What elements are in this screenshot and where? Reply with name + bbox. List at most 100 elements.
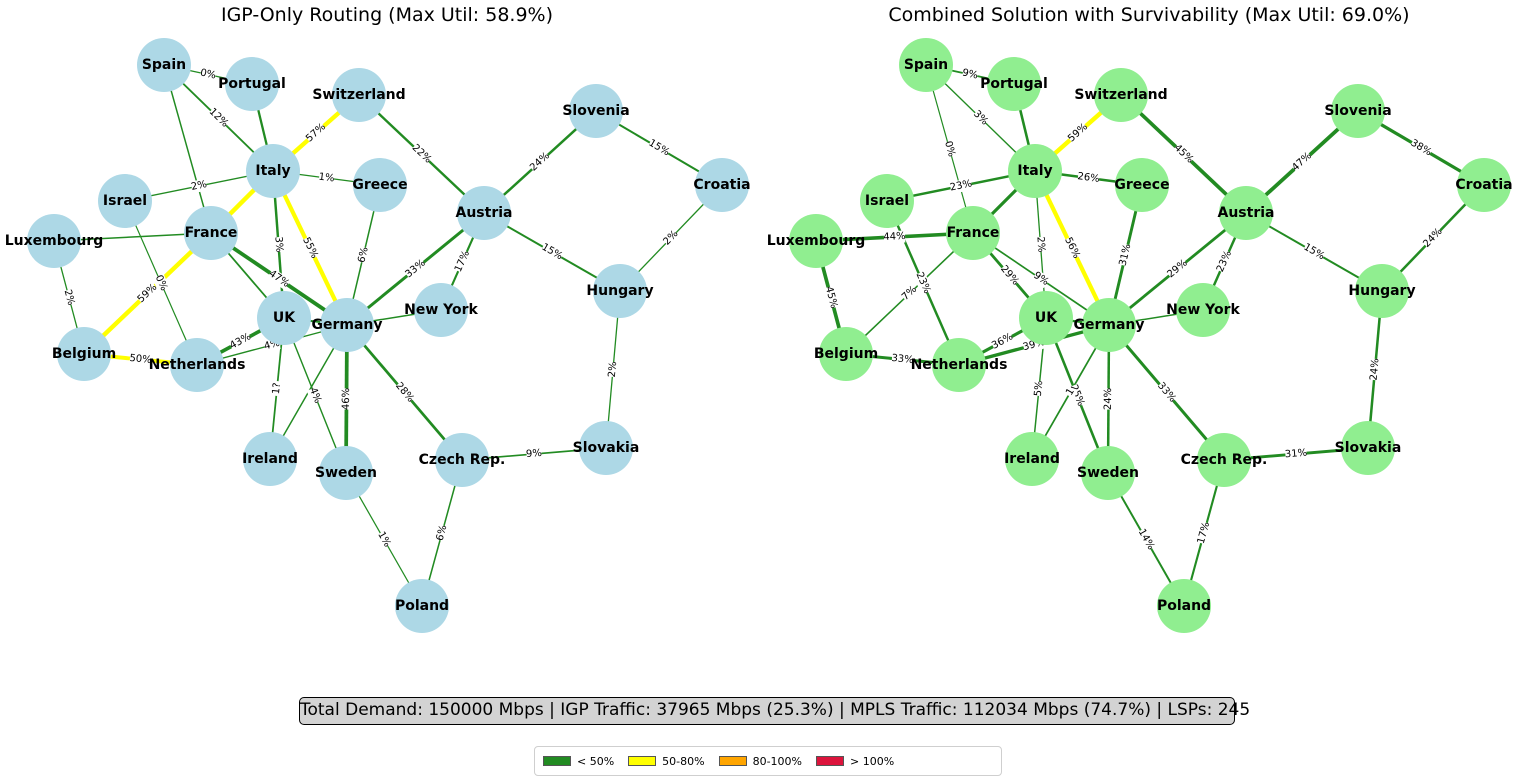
node-label-czech: Czech Rep. xyxy=(419,452,506,468)
edge-label-text: 15% xyxy=(647,138,672,159)
edge-label-background xyxy=(998,263,1021,288)
node-label-france: France xyxy=(947,225,1000,241)
legend-label-over: > 100% xyxy=(850,754,895,768)
node-label-belgium: Belgium xyxy=(814,346,878,362)
node-slovenia xyxy=(1331,84,1385,138)
edge-label-italy-greece: 1% xyxy=(318,171,335,185)
edge-label-background xyxy=(949,178,973,194)
edge-label-background xyxy=(539,241,565,263)
edge-label-germany-sweden: 24% xyxy=(1102,388,1115,410)
edge-label-text: 24% xyxy=(1369,358,1382,381)
edge-label-background xyxy=(129,352,152,367)
edge-label-text: 36% xyxy=(990,331,1015,351)
node-label-ireland: Ireland xyxy=(1004,451,1060,467)
node-label-netherlands: Netherlands xyxy=(911,357,1008,373)
edge-label-text: 9% xyxy=(1031,270,1050,288)
edge-label-background xyxy=(199,67,217,82)
edge-label-sweden-poland: 1% xyxy=(375,530,393,549)
edge-spain-france xyxy=(163,64,212,234)
edge-label-germany-sweden: 46% xyxy=(340,388,353,410)
node-greece xyxy=(353,158,407,212)
edge-label-background xyxy=(961,67,979,82)
edge-label-background xyxy=(1171,142,1196,166)
node-label-germany: Germany xyxy=(1073,317,1144,333)
edge-label-text: 23% xyxy=(949,178,973,193)
node-slovenia xyxy=(569,84,623,138)
edge-label-belgium-netherlands: 50% xyxy=(129,352,152,367)
edge-label-text: 44% xyxy=(883,231,906,243)
edge-label-text: 0% xyxy=(942,140,957,158)
edge-label-text: 2% xyxy=(190,179,208,193)
edge-label-hungary-slovakia: 24% xyxy=(1368,358,1382,381)
node-sweden xyxy=(319,446,373,500)
legend-item-low: < 50% xyxy=(543,749,614,773)
node-hungary xyxy=(593,264,647,318)
node-label-newyork: New York xyxy=(404,302,478,318)
edge-label-background xyxy=(228,331,253,352)
edge-label-italy-israel: 23% xyxy=(949,178,973,194)
edge-label-background xyxy=(941,140,958,158)
edge-label-background xyxy=(434,524,450,542)
node-label-spain: Spain xyxy=(904,57,948,73)
node-label-hungary: Hungary xyxy=(586,283,653,299)
node-belgium xyxy=(819,327,873,381)
edge-label-spain-portugal: 0% xyxy=(199,67,217,82)
node-belgium xyxy=(57,327,111,381)
edge-label-text: 3% xyxy=(272,236,284,253)
edge-label-text: 26% xyxy=(1077,171,1100,185)
edge-label-background xyxy=(990,331,1015,352)
edge-label-greece-germany: 31% xyxy=(1117,243,1134,267)
edge-label-text: 1% xyxy=(318,172,335,185)
network-diagram: IGP-Only Routing (Max Util: 58.9%) Combi… xyxy=(5,4,1513,633)
edge-label-text: 50% xyxy=(129,353,152,366)
edge-label-background xyxy=(1102,388,1115,410)
edge-label-text: 9% xyxy=(961,67,979,81)
node-label-greece: Greece xyxy=(1114,177,1169,193)
node-label-italy: Italy xyxy=(1017,163,1052,179)
node-switzerland xyxy=(1094,68,1148,122)
edge-label-israel-netherlands: 0% xyxy=(152,274,170,292)
edge-label-background xyxy=(1368,358,1382,381)
edge-label-text: 1 xyxy=(1064,386,1077,397)
node-label-switzerland: Switzerland xyxy=(1074,87,1167,103)
edge-label-background xyxy=(526,447,542,461)
edge-label-slovenia-croatia: 38% xyxy=(1409,137,1433,159)
edge-label-text: 6% xyxy=(435,524,450,542)
legend-item-over: > 100% xyxy=(816,749,894,773)
legend-swatch-low xyxy=(543,756,571,766)
node-czech xyxy=(1197,433,1251,487)
edge-label-background xyxy=(355,246,372,264)
edge-label-background xyxy=(1033,236,1048,253)
edge-label-hungary-slovakia: 2% xyxy=(606,361,620,378)
node-croatia xyxy=(695,158,749,212)
edge-label-background xyxy=(891,352,914,367)
edge-label-text: 31% xyxy=(1284,448,1307,461)
edge-label-text: 55% xyxy=(300,236,320,261)
edge-label-spain-france: 0% xyxy=(941,140,958,158)
edge-label-background xyxy=(375,530,393,549)
edge-label-text: 0% xyxy=(199,67,217,81)
node-netherlands xyxy=(932,338,986,392)
node-israel xyxy=(98,174,152,228)
node-label-sweden: Sweden xyxy=(1077,465,1139,481)
edge-label-background xyxy=(606,361,620,378)
edge-label-austria-hungary: 15% xyxy=(1302,241,1326,263)
edge-label-greece-germany: 6% xyxy=(355,246,372,264)
edge-label-background xyxy=(1284,447,1308,461)
edge-label-background xyxy=(61,288,77,307)
edge-label-uk-sweden: 4% xyxy=(306,386,324,405)
combined-panel: 9%3%0%59%26%23%2%56%45%31%23%44%45%7%29%… xyxy=(767,38,1513,633)
edge-label-text: 23% xyxy=(1215,249,1234,274)
edge-label-text: 1? xyxy=(271,382,283,395)
node-label-italy: Italy xyxy=(255,163,290,179)
edge-label-background xyxy=(822,285,840,310)
node-label-uk: UK xyxy=(1035,310,1058,326)
edge-label-background xyxy=(646,137,672,159)
edge-label-text: 4% xyxy=(307,386,323,405)
node-austria xyxy=(457,186,511,240)
edge-label-austria-hungary: 15% xyxy=(539,241,565,263)
igp-nodes: SpainPortugalSwitzerlandSloveniaItalyGre… xyxy=(5,38,751,633)
node-ireland xyxy=(243,432,297,486)
edge-label-background xyxy=(270,380,284,397)
legend-item-medium: 50-80% xyxy=(628,749,705,773)
